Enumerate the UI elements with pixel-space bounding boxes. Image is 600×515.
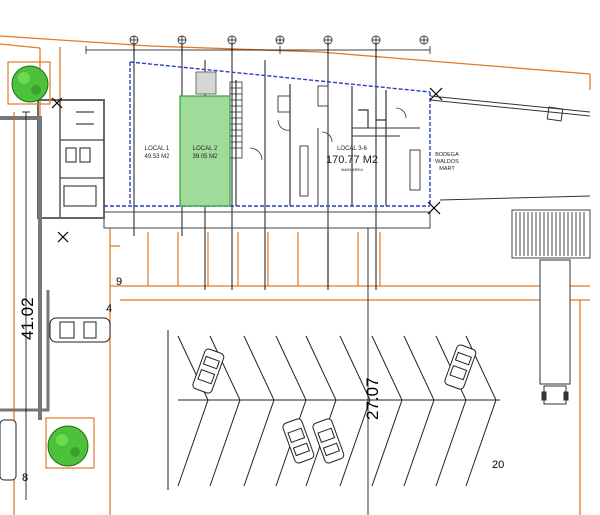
grid-axis-marker-icon [227,35,237,45]
parking-number-9: 9 [116,276,122,288]
grid-axis-marker-icon [275,35,285,45]
cross-mark-icon [57,231,69,243]
cross-mark-icon [427,201,441,215]
car-icon [0,419,17,481]
dimension-labels: 41.02 27.07 [18,297,382,420]
staircase [229,81,243,159]
parking-stubs-top [147,232,381,286]
local2-fixture [195,71,217,95]
bodega-line1: BODEGA [435,152,459,158]
car-icon [312,418,345,464]
car-icon [49,317,111,343]
tree-icon [45,417,95,469]
left-lower-wall [0,290,50,412]
local36-note: MAIN AREA [341,167,363,172]
hatched-ramp [511,209,591,259]
building-shell [0,61,431,420]
trees [7,61,95,469]
grid-axis-marker-icon [371,35,381,45]
grid-axis-lines [133,44,377,290]
local36-area: 170.77 M2 [326,154,378,166]
grid-axis-markers [129,35,429,45]
grid-axis-marker-icon [323,35,333,45]
cross-mark-icon [429,87,443,101]
grid-axis-marker-icon [177,35,187,45]
local36-name: LOCAL 3-6 [337,146,367,152]
local1-area: 49.53 M2 [144,154,170,160]
local2-name: LOCAL 2 [193,146,218,152]
parked-cars [0,317,477,481]
parking-number-8: 8 [22,472,28,484]
dimension-chain-top [85,46,431,54]
truck-icon [539,259,571,405]
parking-numbers: 9 4 8 20 [22,276,504,484]
car-icon [444,344,477,390]
left-service-block [37,99,105,219]
parking-chevrons [167,330,500,490]
right-road [429,95,591,201]
cross-marks [51,87,443,243]
door-swings [249,107,407,161]
grid-axis-marker-icon [129,35,139,45]
room-labels: LOCAL 1 49.53 M2 LOCAL 2 39.05 M2 LOCAL … [144,146,459,172]
bodega-line2: WALDOS [435,159,459,165]
long-dimension-lines [22,111,369,515]
left-vertical-dimension: 41.02 [18,297,37,340]
cross-mark-icon [51,97,63,109]
car-icon [192,348,225,394]
grid-axis-marker-icon [419,35,429,45]
parking-number-4: 4 [106,303,112,315]
bodega-line3: MART [439,166,455,172]
parking-number-20: 20 [492,459,504,471]
local2-area: 39.05 M2 [192,154,218,160]
center-vertical-dimension: 27.07 [363,377,382,420]
local2-highlight [179,95,231,207]
local1-name: LOCAL 1 [145,146,170,152]
car-icon [282,418,315,464]
tree-icon [7,61,51,105]
